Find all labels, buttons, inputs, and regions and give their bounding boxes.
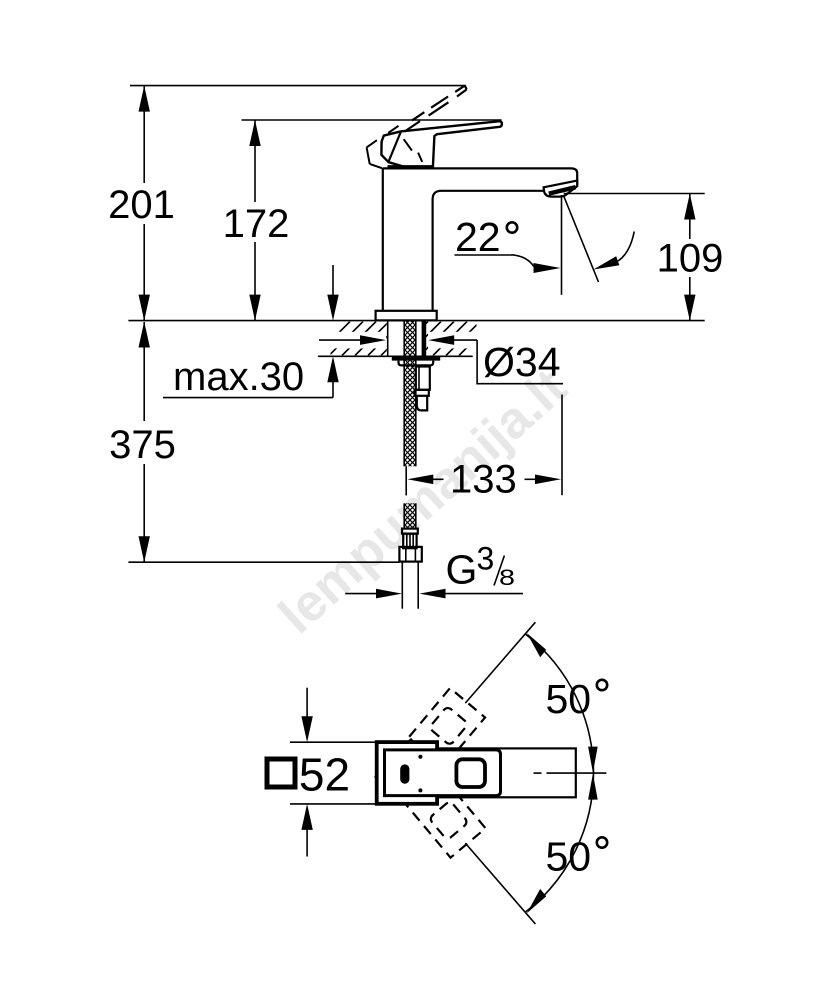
svg-text:8: 8 <box>499 565 515 590</box>
svg-text:201: 201 <box>108 183 175 227</box>
svg-text:max.30: max.30 <box>173 355 304 399</box>
svg-text:52: 52 <box>299 749 350 801</box>
svg-text:109: 109 <box>657 237 724 281</box>
svg-text:50: 50 <box>546 676 592 722</box>
svg-text:22: 22 <box>455 214 501 260</box>
svg-text:172: 172 <box>223 202 290 246</box>
svg-text:G: G <box>446 547 478 593</box>
svg-text:50: 50 <box>546 834 592 880</box>
svg-text:3: 3 <box>477 541 495 577</box>
svg-text:Ø34: Ø34 <box>483 339 561 385</box>
svg-text:375: 375 <box>109 423 176 467</box>
svg-text:133: 133 <box>450 458 517 502</box>
